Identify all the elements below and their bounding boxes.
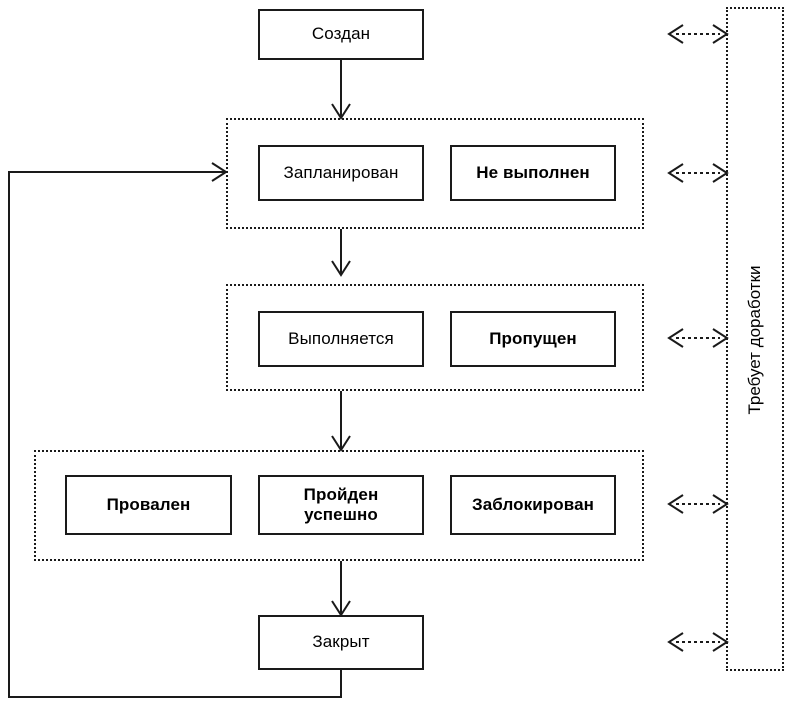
rework-arrowhead-right-results	[712, 494, 729, 514]
group-box-planned-stage	[226, 118, 644, 229]
rework-arrowhead-right-created	[712, 24, 729, 44]
group-box-result-stage	[34, 450, 644, 561]
rework-arrowhead-left-inprogress	[667, 328, 684, 348]
state-box-passed[interactable]: Пройден успешно	[258, 475, 424, 535]
state-box-planned[interactable]: Запланирован	[258, 145, 424, 201]
state-box-failed[interactable]: Провален	[65, 475, 232, 535]
rework-arrowhead-left-created	[667, 24, 684, 44]
state-box-closed[interactable]: Закрыт	[258, 615, 424, 670]
rework-arrowhead-right-closed	[712, 632, 729, 652]
rework-arrowhead-left-results	[667, 494, 684, 514]
arrowhead-planned-to-inprogress	[331, 260, 351, 277]
rework-panel	[726, 7, 784, 671]
group-box-execution-stage	[226, 284, 644, 391]
rework-arrowhead-right-planned	[712, 163, 729, 183]
rework-panel-label: Требует доработки	[745, 265, 764, 415]
state-box-blocked[interactable]: Заблокирован	[450, 475, 616, 535]
state-box-created[interactable]: Создан	[258, 9, 424, 60]
arrowhead-reopen-into-planned	[211, 162, 228, 182]
rework-arrowhead-right-inprogress	[712, 328, 729, 348]
rework-arrowhead-left-planned	[667, 163, 684, 183]
arrowhead-inprogress-to-results	[331, 435, 351, 452]
rework-arrowhead-left-closed	[667, 632, 684, 652]
state-box-in-progress[interactable]: Выполняется	[258, 311, 424, 367]
arrowhead-results-to-closed	[331, 600, 351, 617]
arrowhead-created-to-planned	[331, 103, 351, 120]
state-box-not-executed[interactable]: Не выполнен	[450, 145, 616, 201]
state-box-skipped[interactable]: Пропущен	[450, 311, 616, 367]
